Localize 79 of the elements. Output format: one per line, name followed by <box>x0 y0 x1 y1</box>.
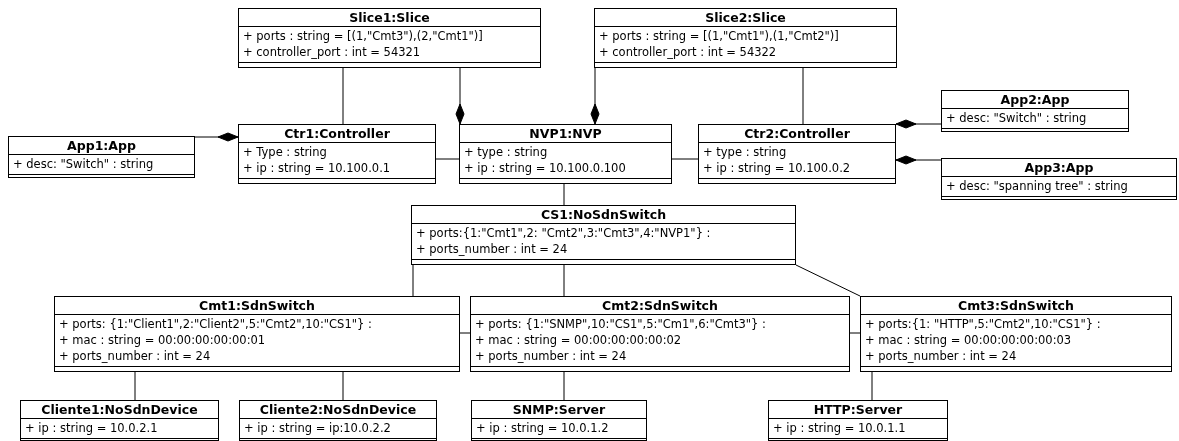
object-name: Cmt1:SdnSwitch <box>198 297 316 314</box>
connector-line <box>342 371 344 401</box>
object-box <box>459 124 672 184</box>
attribute-text: + ip : string = 10.0.1.2 <box>475 420 610 436</box>
object-name: Cliente1:NoSdnDevice <box>40 401 199 418</box>
object-box <box>20 400 219 441</box>
attribute-text: + desc: "Switch" : string <box>945 110 1088 126</box>
object-name: Slice1:Slice <box>348 9 431 26</box>
object-box <box>8 136 195 178</box>
connector-line <box>134 371 136 401</box>
attribute-text: + ip : string = 10.100.0.100 <box>463 160 627 176</box>
object-box <box>54 296 460 372</box>
attribute-text: + ports_number : int = 24 <box>415 241 569 257</box>
connector-line <box>435 158 460 160</box>
attribute-text: + controller_port : int = 54321 <box>242 44 422 60</box>
object-box <box>941 90 1129 132</box>
attribute-text: + mac : string = 00:00:00:00:00:03 <box>864 332 1073 348</box>
connector-line <box>563 264 565 297</box>
connector-line <box>412 264 414 297</box>
connector-line <box>342 67 344 125</box>
object-name: Slice2:Slice <box>704 9 787 26</box>
attribute-text: + ports : string = [(1,"Cmt1"),(1,"Cmt2")] <box>598 28 840 44</box>
attribute-text: + ports:{1: "HTTP",5:"Cmt2",10:"CS1"} : <box>864 316 1102 332</box>
object-name: Cmt2:SdnSwitch <box>601 297 719 314</box>
connector-line <box>795 264 861 297</box>
object-box <box>411 205 796 265</box>
object-name: NVP1:NVP <box>528 125 603 142</box>
connector-line <box>459 332 471 334</box>
connector-line <box>849 332 861 334</box>
object-box <box>698 124 896 184</box>
attribute-text: + ip : string = ip:10.0.2.2 <box>243 420 392 436</box>
connector-line <box>671 158 699 160</box>
attribute-text: + ports_number : int = 24 <box>864 348 1018 364</box>
object-box <box>238 124 436 184</box>
object-name: Cliente2:NoSdnDevice <box>258 401 418 418</box>
attribute-text: + ports: {1:"Client1",2:"Client2",5:"Cmt2",10:"CS1"} : <box>58 316 373 332</box>
attribute-text: + mac : string = 00:00:00:00:00:02 <box>474 332 683 348</box>
attribute-text: + desc: "Switch" : string <box>12 156 155 172</box>
attribute-text: + ip : string = 10.100.0.1 <box>242 160 392 176</box>
object-name: App3:App <box>1023 159 1095 176</box>
composition-line <box>895 119 942 129</box>
attribute-text: + desc: "spanning tree" : string <box>945 178 1129 194</box>
attribute-text: + ip : string = 10.100.0.2 <box>702 160 852 176</box>
attribute-text: + ip : string = 10.0.2.1 <box>24 420 159 436</box>
object-name: HTTP:Server <box>812 401 904 418</box>
attribute-text: + ports: {1:"SNMP",10:"CS1",5:"Cm1",6:"Cmt3"} : <box>474 316 767 332</box>
object-name: App1:App <box>66 137 137 154</box>
composition-line <box>590 67 600 125</box>
object-box <box>860 296 1172 372</box>
attribute-text: + Type : string <box>242 144 328 160</box>
object-box <box>471 400 647 441</box>
object-name: SNMP:Server <box>511 401 607 418</box>
attribute-text: + mac : string = 00:00:00:00:00:01 <box>58 332 267 348</box>
object-box <box>470 296 850 372</box>
connector-line <box>802 67 804 125</box>
connector-line <box>563 183 565 206</box>
composition-line <box>895 155 942 165</box>
object-box <box>594 8 897 68</box>
attribute-text: + type : string <box>702 144 788 160</box>
object-box <box>238 8 541 68</box>
composition-line <box>455 67 465 125</box>
attribute-text: + ip : string = 10.0.1.1 <box>772 420 907 436</box>
attribute-text: + ports : string = [(1,"Cmt3"),(2,"Cmt1")] <box>242 28 484 44</box>
object-name: Ctr2:Controller <box>743 125 851 142</box>
connector-line <box>563 371 565 401</box>
attribute-text: + ports_number : int = 24 <box>58 348 212 364</box>
object-box <box>941 158 1177 200</box>
connector-line <box>871 371 873 401</box>
attribute-text: + ports:{1:"Cmt1",2: "Cmt2",3:"Cmt3",4:"NVP1"} : <box>415 225 712 241</box>
object-name: App2:App <box>999 91 1071 108</box>
attribute-text: + ports_number : int = 24 <box>474 348 628 364</box>
composition-line <box>194 132 239 142</box>
object-name: Ctr1:Controller <box>283 125 391 142</box>
object-box <box>239 400 437 441</box>
object-name: Cmt3:SdnSwitch <box>957 297 1075 314</box>
object-box <box>768 400 948 441</box>
attribute-text: + type : string <box>463 144 549 160</box>
attribute-text: + controller_port : int = 54322 <box>598 44 778 60</box>
object-name: CS1:NoSdnSwitch <box>539 206 668 223</box>
